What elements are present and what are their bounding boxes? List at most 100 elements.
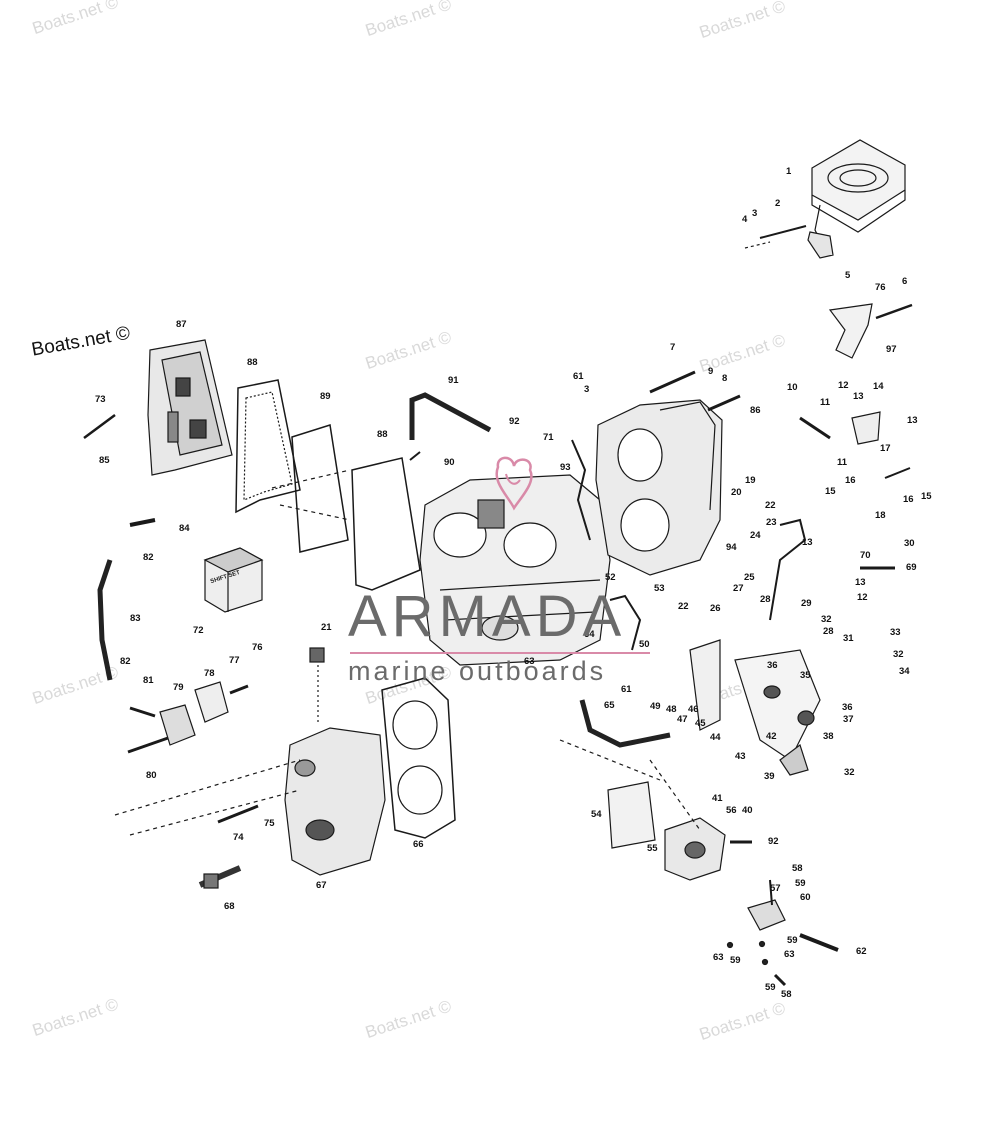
callout-31: 31 [843,633,854,644]
callout-84: 84 [179,523,190,534]
diagram-linework [83,139,913,987]
callout-35: 35 [800,670,811,681]
callout-3: 3 [584,384,589,395]
callout-36: 36 [842,702,853,713]
part-63-cylinder-block [419,474,611,666]
callout-15: 15 [921,491,932,502]
callout-12: 12 [857,592,868,603]
callout-16: 16 [903,494,914,505]
part-55-pump [664,817,726,881]
callout-59: 59 [765,982,776,993]
callout-92: 92 [768,836,779,847]
part-54-plate [607,781,656,849]
callout-13: 13 [802,537,813,548]
brand-name: ARMADA [348,584,627,649]
callout-79: 79 [173,682,184,693]
brand-accent-bar [350,652,650,654]
callout-9: 9 [708,366,713,377]
callout-4: 4 [742,214,748,225]
callout-82: 82 [143,552,154,563]
callout-30: 30 [904,538,915,549]
callout-22: 22 [678,601,689,612]
part-5-bracket [828,303,873,359]
callout-32: 32 [893,649,904,660]
callout-93: 93 [560,462,571,473]
callout-12: 12 [838,380,849,391]
callout-8: 8 [722,373,727,384]
callout-48: 48 [666,704,677,715]
callout-92: 92 [509,416,520,427]
part-88-gasket [235,379,301,514]
callout-71: 71 [543,432,554,443]
callout-41: 41 [712,793,723,804]
part-89-gasket [291,424,349,553]
callout-81: 81 [143,675,154,686]
callout-45: 45 [695,718,706,729]
callout-89: 89 [320,391,331,402]
callout-70: 70 [860,550,871,561]
callout-75: 75 [264,818,275,829]
callout-15: 15 [825,486,836,497]
part-87-cover-plate [147,339,233,476]
callout-27: 27 [733,583,744,594]
callout-73: 73 [95,394,106,405]
callout-91: 91 [448,375,459,386]
callout-29: 29 [801,598,812,609]
callout-88: 88 [377,429,388,440]
callout-26: 26 [710,603,721,614]
callout-6: 6 [902,276,907,287]
callout-83: 83 [130,613,141,624]
callout-77: 77 [229,655,240,666]
callout-54: 54 [591,809,602,820]
callout-44: 44 [710,732,721,743]
callout-68: 68 [224,901,235,912]
callout-53: 53 [654,583,665,594]
callout-64: 64 [584,629,595,640]
callout-40: 40 [742,805,753,816]
callout-32: 32 [844,767,855,778]
callout-66: 66 [413,839,424,850]
callout-72: 72 [193,625,204,636]
callout-13: 13 [907,415,918,426]
callout-50: 50 [639,639,650,650]
callout-28: 28 [760,594,771,605]
callout-19: 19 [745,475,756,486]
callout-80: 80 [146,770,157,781]
part-53-crankcase [595,399,723,576]
part-66-head-gasket [381,677,456,839]
callout-14: 14 [873,381,884,392]
callout-94: 94 [726,542,737,553]
callout-63: 63 [524,656,535,667]
part-88-gasket-2 [351,457,421,591]
callout-61: 61 [621,684,632,695]
callout-58: 58 [781,989,792,1000]
callout-24: 24 [750,530,761,541]
callout-78: 78 [204,668,215,679]
callout-1: 1 [786,166,792,177]
callout-16: 16 [845,475,856,486]
callout-56: 56 [726,805,737,816]
throttle-lever [689,639,721,731]
callout-37: 37 [843,714,854,725]
callout-97: 97 [886,344,897,355]
callout-18: 18 [875,510,886,521]
callout-7: 7 [670,342,675,353]
callout-52: 52 [605,572,616,583]
callout-17: 17 [880,443,891,454]
callout-87: 87 [176,319,187,330]
callout-25: 25 [744,572,755,583]
callout-22: 22 [765,500,776,511]
callout-62: 62 [856,946,867,957]
callout-10: 10 [787,382,798,393]
callout-28: 28 [823,626,834,637]
callout-38: 38 [823,731,834,742]
callout-13: 13 [853,391,864,402]
callout-59: 59 [730,955,741,966]
callout-90: 90 [444,457,455,468]
callout-82: 82 [120,656,131,667]
part-1-bracket [807,139,906,259]
callout-63: 63 [713,952,724,963]
callout-86: 86 [750,405,761,416]
